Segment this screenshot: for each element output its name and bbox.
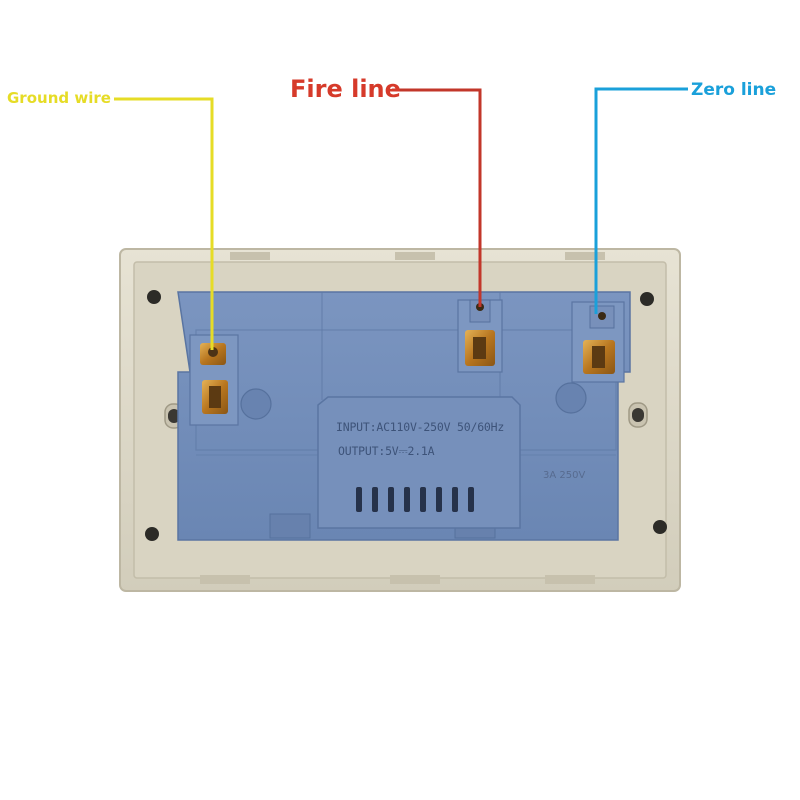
fire-line-label: Fire line [290,75,401,103]
zero-line-label: Zero line [691,80,777,100]
screw-hole-bottom-left [145,527,159,541]
zero-line-callout-line [594,87,688,314]
socket-rating-text: 3A 250V [543,470,586,481]
screw-hole-bottom-right [653,520,667,534]
terminal-zero [571,301,625,383]
terminal-fire [457,299,503,373]
usb-input-rating: INPUT:AC110V-250V 50/60Hz [336,420,505,434]
terminal-ground [189,334,239,426]
ground-wire-callout-line [114,97,214,350]
fire-line-callout-line [392,88,482,307]
ground-wire-label: Ground wire [7,89,111,107]
screw-hole-top-left [147,290,161,304]
screw-hole-top-right [640,292,654,306]
usb-output-rating: OUTPUT:5V⎓2.1A [338,444,435,458]
vent-slots [356,487,474,512]
usb-module [317,396,521,529]
